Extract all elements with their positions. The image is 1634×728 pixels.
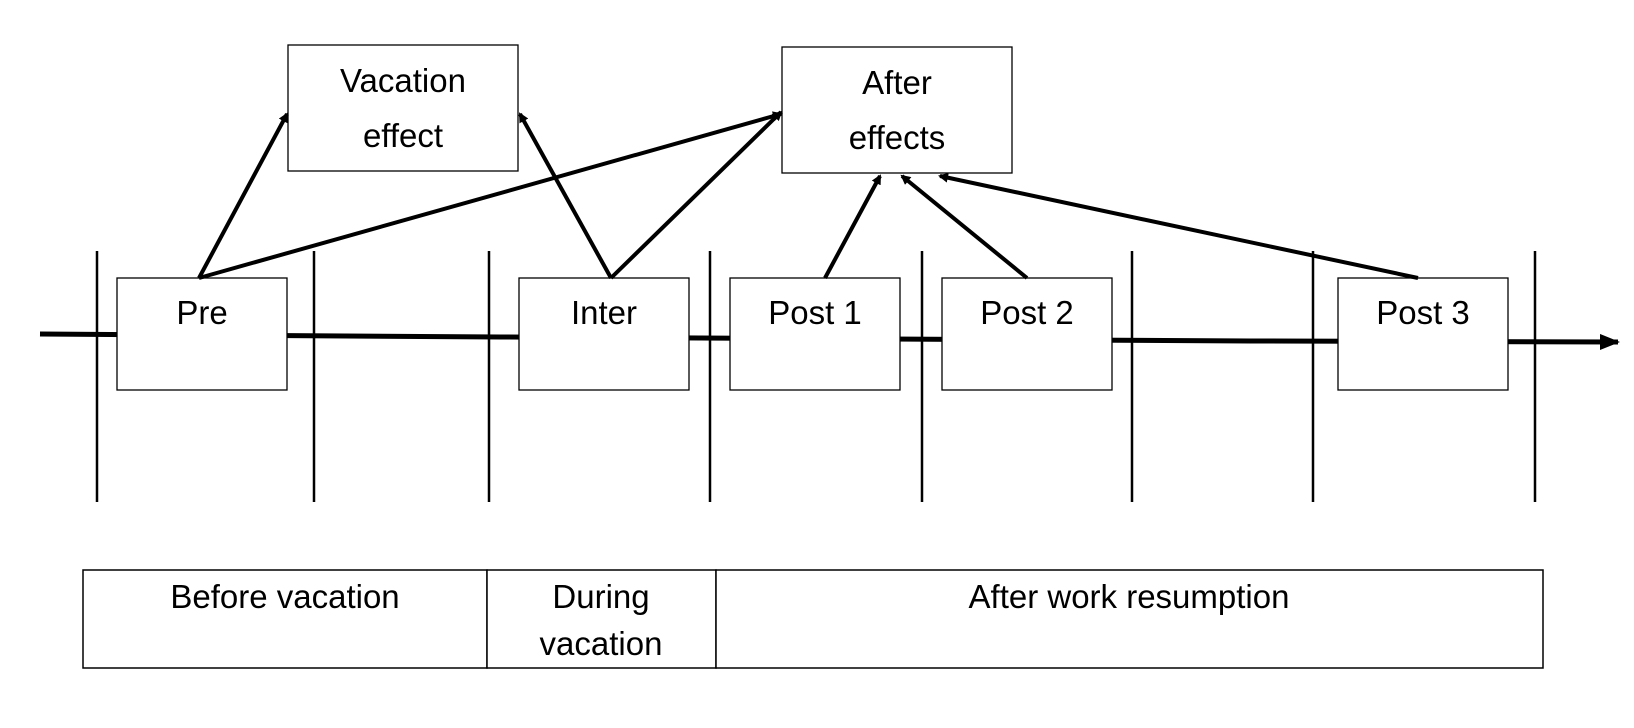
vacation-effect-label-line2: effect (363, 117, 443, 154)
arrow-inter-to-after-effects (609, 110, 783, 280)
after-effects: After effects (781, 46, 1013, 174)
measurement-post3-label: Post 3 (1376, 294, 1470, 331)
after-effects-label-line1: After (862, 64, 932, 101)
period-before-label: Before vacation (170, 578, 399, 615)
measurement-post3: Post 3 (1337, 277, 1509, 391)
arrow-pre-to-vacation-effect (197, 112, 289, 279)
vacation-effect-box (287, 44, 519, 172)
measurement-post1-label: Post 1 (768, 294, 862, 331)
period-cell-before (82, 569, 488, 669)
measurement-inter-box (518, 277, 690, 391)
measurement-pre: Pre (116, 277, 288, 391)
period-cell-after (715, 569, 1544, 669)
measurement-post1-box (729, 277, 901, 391)
measurement-pre-label: Pre (176, 294, 227, 331)
period-after-label: After work resumption (969, 578, 1290, 615)
measurement-post3-box (1337, 277, 1509, 391)
arrow-inter-to-vacation-effect (518, 112, 613, 279)
measurement-post2: Post 2 (941, 277, 1113, 391)
period-during-label-line1: During (552, 578, 649, 615)
measurement-post2-label: Post 2 (980, 294, 1074, 331)
effect-arrows (197, 110, 1419, 280)
arrow-pre-to-after-effects (198, 111, 783, 280)
measurement-post2-box (941, 277, 1113, 391)
period-during-label-line2: vacation (540, 625, 663, 662)
vacation-effect: Vacation effect (287, 44, 519, 172)
period-cell-during (486, 569, 717, 669)
interval-ticks (95, 251, 1537, 502)
arrow-post2-to-after-effects (900, 174, 1029, 280)
measurement-post1: Post 1 (729, 277, 901, 391)
measurement-pre-box (116, 277, 288, 391)
measurement-inter-label: Inter (571, 294, 637, 331)
after-effects-label-line2: effects (849, 119, 946, 156)
after-effects-box (781, 46, 1013, 174)
arrow-post1-to-after-effects (823, 174, 882, 279)
period-table: Before vacation During vacation After wo… (82, 569, 1544, 669)
vacation-effect-label-line1: Vacation (340, 62, 466, 99)
arrow-post3-to-after-effects (938, 172, 1419, 280)
measurement-inter: Inter (518, 277, 690, 391)
